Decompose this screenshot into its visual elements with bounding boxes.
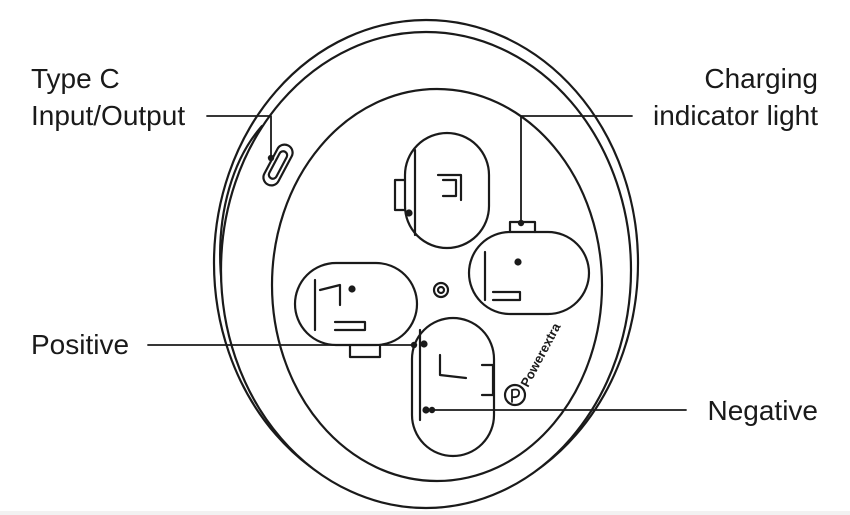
type-c-label-line1: Type C <box>31 63 120 94</box>
charger-front-face <box>219 30 633 510</box>
type-c-label: Type C Input/Output <box>31 60 185 134</box>
usb-c-port <box>262 143 294 187</box>
charging-indicator-label: Charging indicator light <box>653 60 818 134</box>
bottom-divider <box>0 511 850 515</box>
negative-label: Negative <box>707 395 818 426</box>
positive-label: Positive <box>31 329 130 360</box>
brand-logo-icon <box>503 383 527 407</box>
charging-label-line2: indicator light <box>653 100 818 131</box>
charger-inner-plate <box>270 87 604 483</box>
battery-slot-bottom <box>410 316 496 458</box>
battery-slot-top <box>393 131 491 250</box>
charging-leader-line <box>520 115 633 224</box>
type-c-label-line2: Input/Output <box>31 100 186 131</box>
center-button <box>432 281 450 299</box>
typec-leader-line <box>206 115 272 159</box>
charging-label-line1: Charging <box>704 63 818 94</box>
battery-slot-right <box>467 220 591 316</box>
